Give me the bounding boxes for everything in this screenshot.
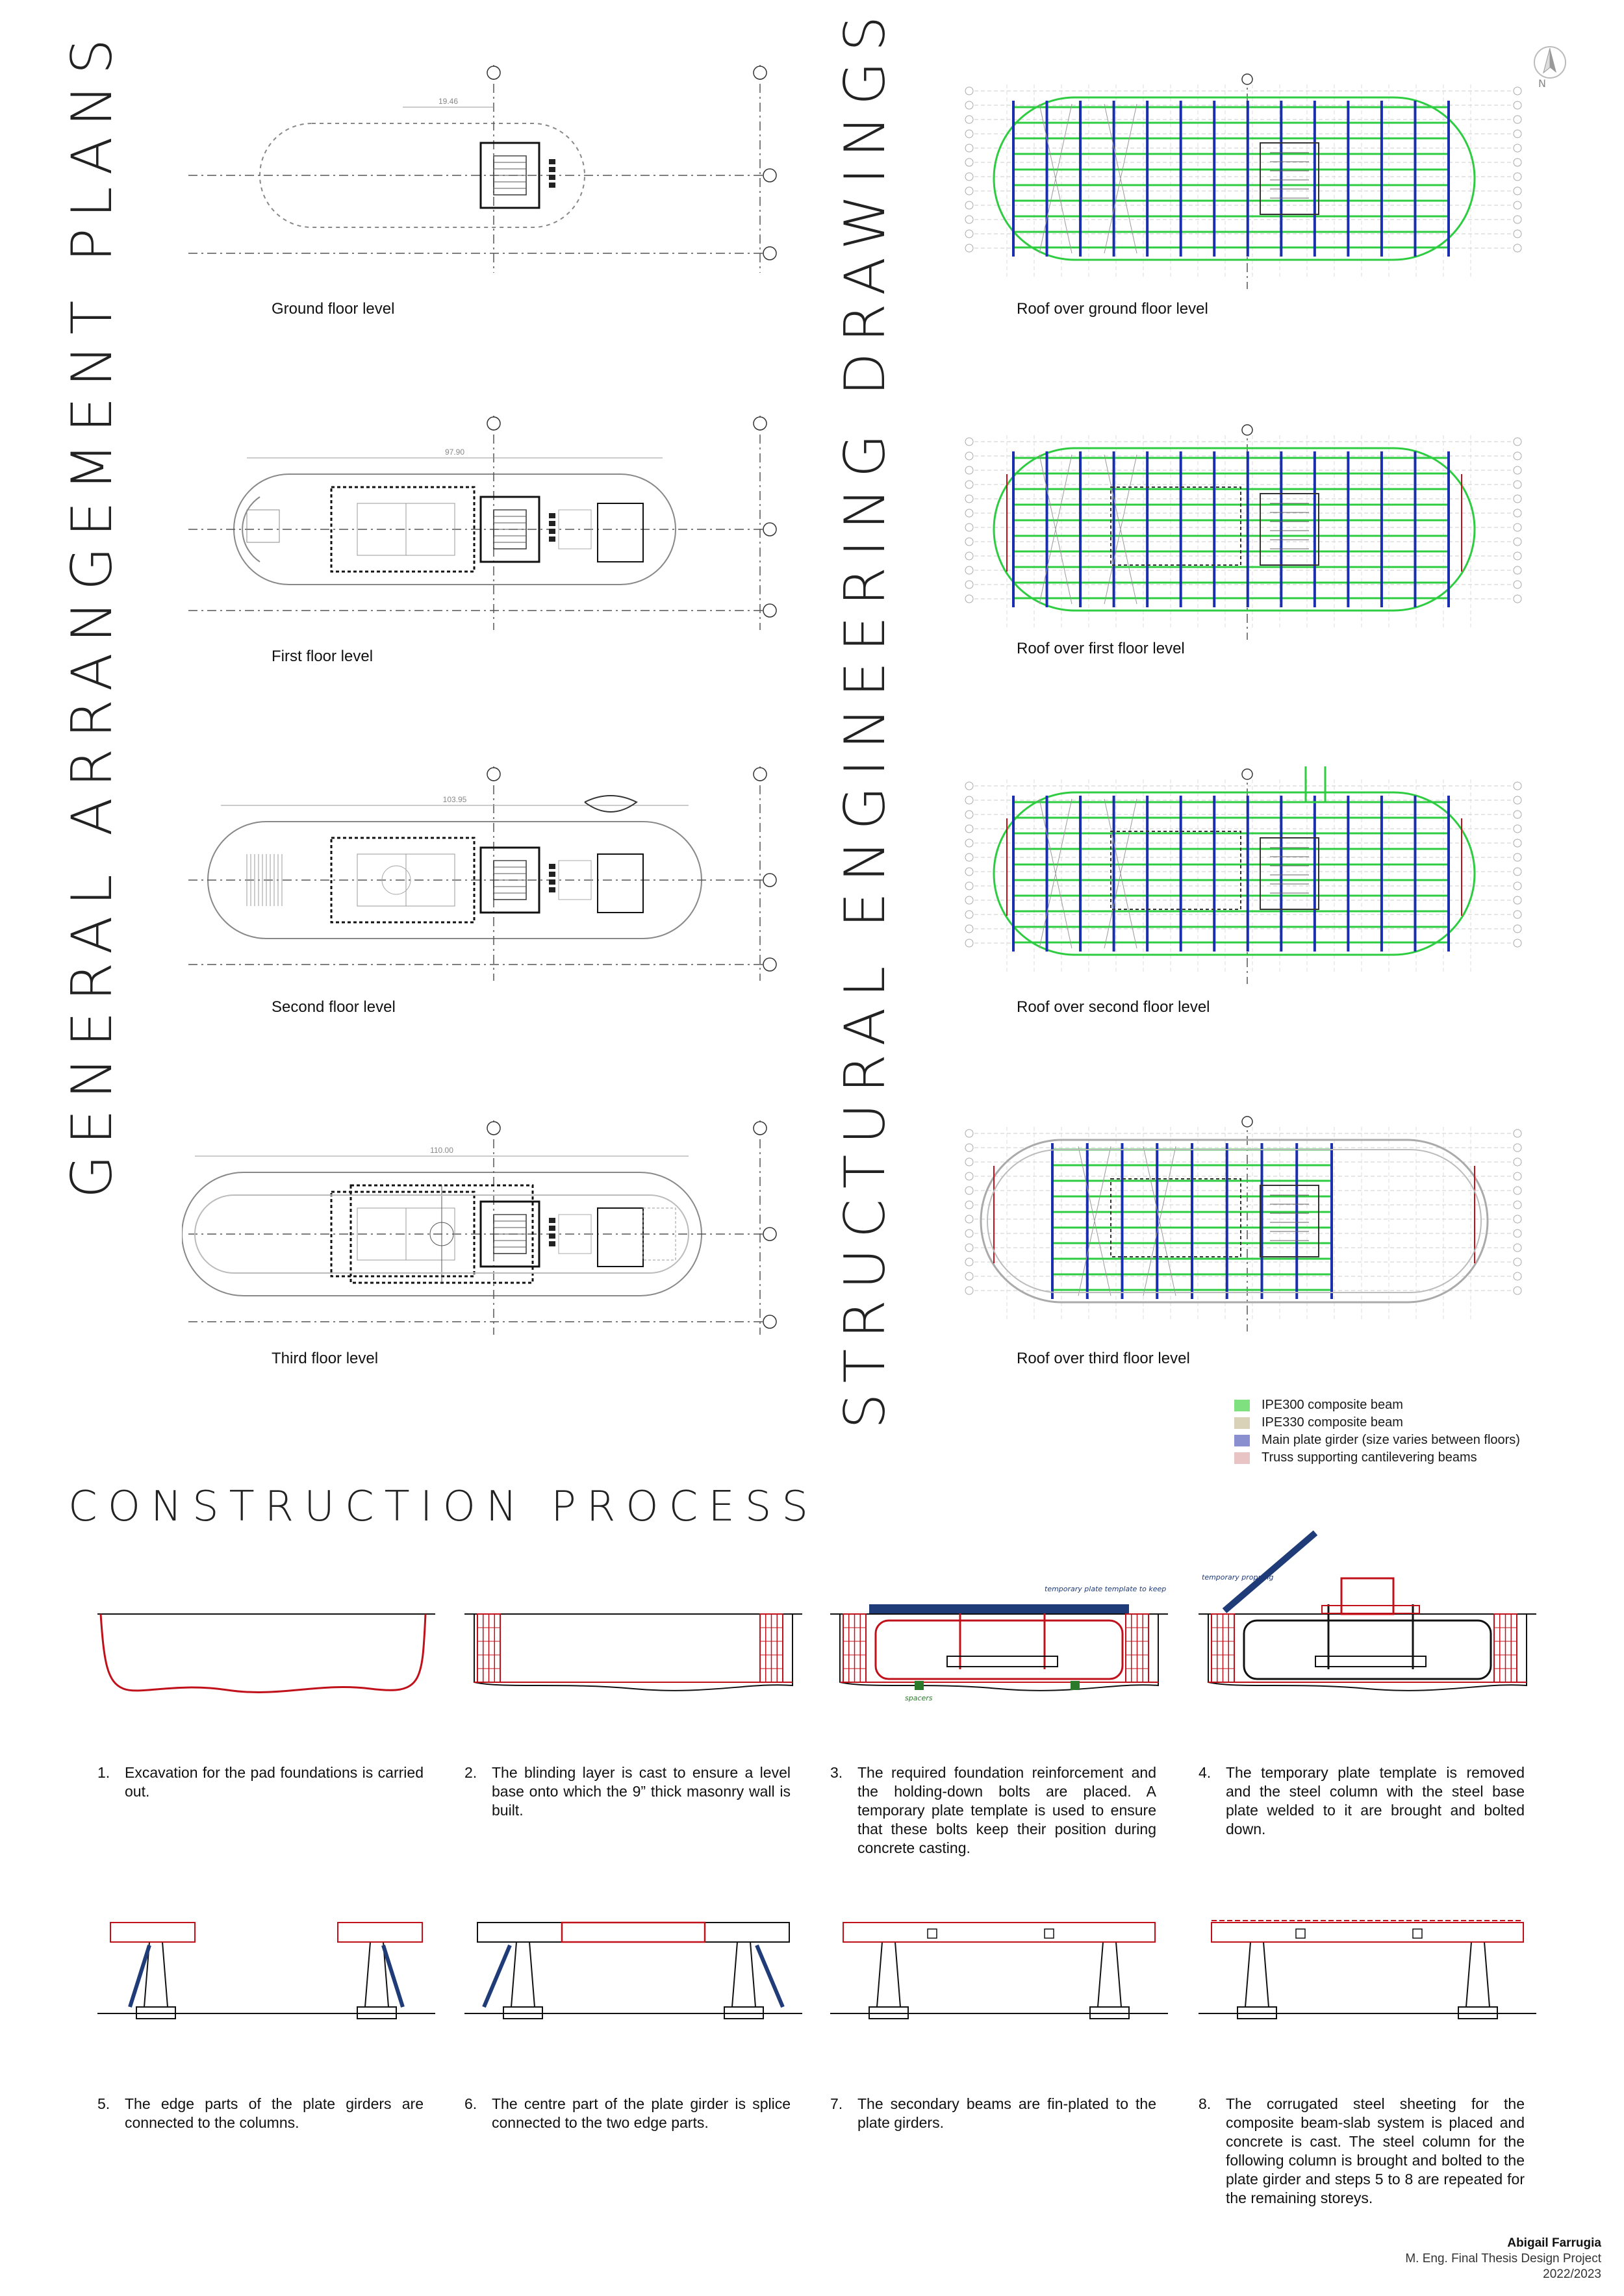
dimension-label: 103.95 <box>443 795 467 804</box>
legend-swatch <box>1234 1434 1250 1446</box>
step-description: The edge parts of the plate girders are … <box>125 2095 424 2131</box>
ga-plan-2: 103.95 <box>188 766 777 981</box>
legend-label: IPE300 composite beam <box>1262 1398 1403 1412</box>
step-number: 5. <box>97 2095 110 2112</box>
construction-step-4-diagram: temporary propping <box>1199 1530 1536 1691</box>
se-caption-0: Roof over ground floor level <box>1017 300 1208 318</box>
project-year: 2022/2023 <box>1543 2267 1601 2281</box>
ga-plan-1: 97.90 <box>188 416 777 630</box>
ga-caption-1: First floor level <box>272 648 374 665</box>
general-arrangement-title: GENERAL ARRANGEMENT PLANS <box>60 28 125 1198</box>
construction-step-3-diagram: temporary plate template to keep holding… <box>830 1585 1168 1702</box>
step-number: 1. <box>97 1764 110 1781</box>
ga-caption-0: Ground floor level <box>272 300 395 318</box>
dimension-label: 110.00 <box>430 1146 453 1155</box>
project-name: M. Eng. Final Thesis Design Project <box>1405 2252 1601 2265</box>
legend-item: Truss supporting cantilevering beams <box>1234 1449 1520 1467</box>
step-description: Excavation for the pad foundations is ca… <box>125 1764 424 1800</box>
legend-swatch <box>1234 1399 1250 1411</box>
step-description: The required foundation reinforcement an… <box>857 1764 1156 1856</box>
step-number: 2. <box>464 1764 477 1781</box>
step-number: 8. <box>1199 2095 1212 2112</box>
se-caption-3: Roof over third floor level <box>1017 1350 1190 1367</box>
se-plan-3 <box>965 1116 1522 1331</box>
construction-step-5-diagram <box>97 1922 435 2019</box>
se-caption-2: Roof over second floor level <box>1017 998 1210 1016</box>
dimension-label: 19.46 <box>438 97 458 106</box>
se-plan-0 <box>965 73 1522 289</box>
legend-swatch <box>1234 1452 1250 1464</box>
dimension-label: 97.90 <box>445 448 464 457</box>
step-description: The temporary plate template is removed … <box>1226 1764 1525 1837</box>
se-caption-1: Roof over first floor level <box>1017 640 1185 657</box>
template-annotation: temporary plate template to keep holding… <box>1045 1585 1168 1593</box>
ga-caption-3: Third floor level <box>272 1350 379 1367</box>
legend-label: Main plate girder (size varies between f… <box>1262 1433 1520 1447</box>
legend-item: IPE330 composite beam <box>1234 1414 1520 1432</box>
step-description: The centre part of the plate girder is s… <box>492 2095 791 2131</box>
legend-label: Truss supporting cantilevering beams <box>1262 1450 1477 1465</box>
step-description: The blinding layer is cast to ensure a l… <box>492 1764 791 1819</box>
legend-item: IPE300 composite beam <box>1234 1396 1520 1414</box>
construction-process-title: CONSTRUCTION PROCESS <box>68 1483 819 1531</box>
author-name: Abigail Farrugia <box>1507 2236 1601 2250</box>
structural-drawings-title: STRUCTURAL ENGINEERING DRAWINGS <box>833 5 898 1429</box>
step-description: The secondary beams are fin-plated to th… <box>857 2095 1156 2131</box>
author-block: Abigail Farrugia M. Eng. Final Thesis De… <box>1405 2236 1601 2282</box>
ga-plan-0: 19.46 <box>188 65 777 273</box>
north-arrow-icon: N <box>1534 46 1566 90</box>
step-number: 7. <box>830 2095 843 2112</box>
ga-plan-3: 110.00 <box>182 1120 777 1335</box>
legend-item: Main plate girder (size varies between f… <box>1234 1432 1520 1449</box>
se-plan-1 <box>965 424 1522 640</box>
legend-label: IPE330 composite beam <box>1262 1415 1403 1430</box>
se-plan-2 <box>965 766 1522 984</box>
ga-caption-2: Second floor level <box>272 998 396 1016</box>
spacers-annotation: spacers <box>905 1694 933 1702</box>
construction-step-1-diagram <box>97 1613 435 1693</box>
step-number: 3. <box>830 1764 843 1781</box>
step-number: 6. <box>464 2095 477 2112</box>
construction-step-8-diagram <box>1199 1920 1536 2019</box>
construction-step-7-diagram <box>830 1922 1168 2019</box>
step-number: 4. <box>1199 1764 1212 1781</box>
step-description: The corrugated steel sheeting for the co… <box>1226 2095 1525 2206</box>
legend-swatch <box>1234 1417 1250 1429</box>
propping-annotation: temporary propping <box>1202 1573 1274 1582</box>
svg-text:N: N <box>1538 77 1546 90</box>
construction-step-6-diagram <box>464 1921 802 2019</box>
construction-step-2-diagram <box>464 1613 802 1691</box>
